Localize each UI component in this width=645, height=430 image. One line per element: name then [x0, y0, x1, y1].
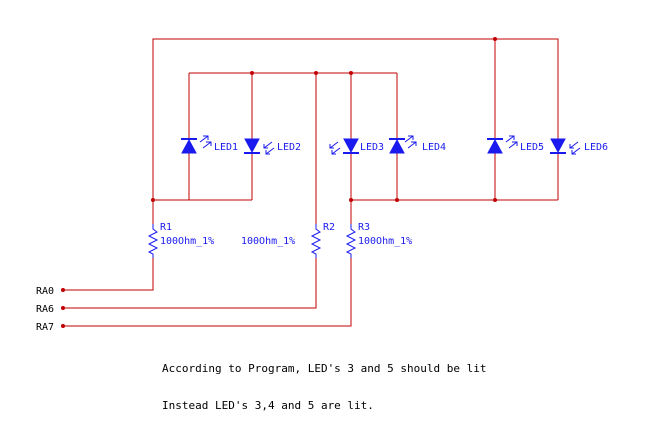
led-ref-label: LED3	[360, 142, 384, 153]
led-ref-label: LED2	[277, 142, 301, 153]
led-triangle	[343, 138, 359, 154]
led-ref-label: LED5	[520, 142, 544, 153]
resistor-ref-label: R3	[358, 222, 370, 233]
led6	[550, 138, 581, 155]
light-arrows-icon	[569, 141, 581, 155]
resistor-value-label: 100Ohm_1%	[241, 236, 295, 247]
light-arrows-icon	[329, 141, 341, 155]
led-ref-label: LED6	[584, 142, 608, 153]
resistor-r1	[147, 224, 159, 258]
led2	[244, 138, 275, 155]
wire-ra7	[63, 258, 352, 327]
resistor-ref-label: R1	[160, 222, 172, 233]
led5	[487, 135, 518, 154]
led-ref-label: LED4	[422, 142, 446, 153]
wire-outer-loop	[152, 38, 559, 200]
resistor-value-label: 100Ohm_1%	[160, 236, 214, 247]
junction-dot	[493, 198, 497, 202]
junction-dot	[493, 37, 497, 41]
junctions	[61, 37, 497, 328]
junction-dot	[151, 198, 155, 202]
junction-dot	[250, 71, 254, 75]
light-arrows-icon	[404, 135, 417, 149]
led-triangle	[550, 138, 566, 154]
net-terminal-dot	[61, 306, 65, 310]
wire-ra6	[63, 258, 317, 309]
led1	[181, 135, 212, 154]
junction-dot	[395, 198, 399, 202]
led-triangle	[181, 138, 197, 154]
wire-ra0	[63, 258, 154, 291]
resistor-r2	[310, 224, 322, 258]
resistor-value-label: 100Ohm_1%	[358, 236, 412, 247]
led-triangle	[487, 138, 503, 154]
junction-dot	[314, 71, 318, 75]
net-label-ra0: RA0	[36, 286, 54, 297]
net-label-ra6: RA6	[36, 304, 54, 315]
led-triangle	[244, 138, 260, 154]
expected-note: According to Program, LED's 3 and 5 shou…	[162, 362, 487, 375]
led3	[329, 138, 359, 155]
junction-dot	[349, 198, 353, 202]
net-label-ra7: RA7	[36, 322, 54, 333]
light-arrows-icon	[199, 135, 212, 149]
junction-dot	[349, 71, 353, 75]
actual-note: Instead LED's 3,4 and 5 are lit.	[162, 399, 374, 412]
light-arrows-icon	[263, 141, 275, 155]
resistor-ref-label: R2	[323, 222, 335, 233]
resistor-r3	[345, 224, 357, 258]
led4	[389, 135, 417, 154]
led-ref-label: LED1	[214, 142, 238, 153]
net-terminal-dot	[61, 288, 65, 292]
wires	[63, 38, 559, 327]
light-arrows-icon	[505, 135, 518, 149]
led-triangle	[389, 138, 405, 154]
net-terminal-dot	[61, 324, 65, 328]
